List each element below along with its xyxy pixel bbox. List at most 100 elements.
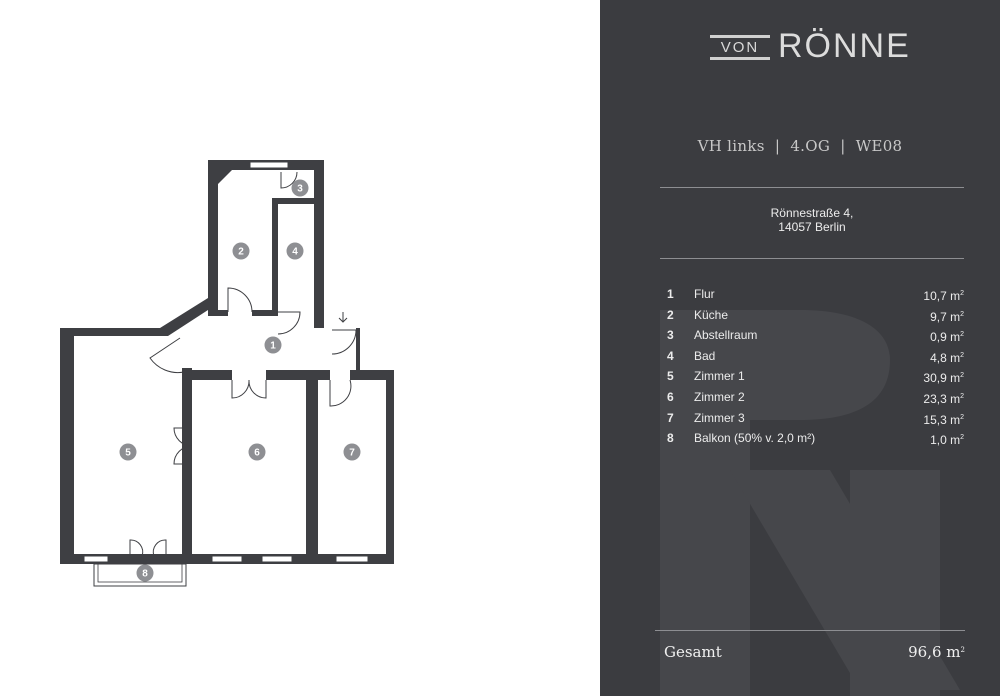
svg-text:6: 6 (254, 448, 260, 459)
room-area: 10,7 m2 (923, 284, 964, 306)
address-city: 14057 Berlin (778, 220, 846, 234)
room-area: 1,0 m2 (930, 428, 964, 450)
window (249, 161, 289, 169)
balcony-inner (97, 563, 183, 583)
total-area: Gesamt 96,6 m2 (655, 630, 965, 671)
logo-rule (710, 57, 770, 60)
wall (182, 368, 192, 564)
room-name: Zimmer 3 (694, 410, 745, 425)
room-marker-6: 6 (248, 443, 266, 461)
wall (208, 160, 218, 315)
svg-text:1: 1 (270, 341, 276, 352)
room-name: Bad (694, 348, 716, 363)
room-number: 4 (667, 348, 674, 363)
brand-logo: VON RÖNNE (710, 28, 910, 68)
area-unit-sup: 2 (960, 290, 964, 297)
total-label: Gesamt (664, 643, 722, 661)
door-swing (248, 379, 267, 399)
room-area-value: 9,7 m (930, 309, 961, 324)
room-area: 15,3 m2 (923, 408, 964, 430)
window (335, 555, 369, 563)
room-area-value: 30,9 m (923, 371, 961, 386)
floor-plan: 1 2 3 4 5 6 7 8 (60, 160, 394, 587)
walls (60, 160, 394, 564)
area-unit-sup: 2 (960, 372, 964, 380)
room-name: Küche (694, 307, 729, 322)
floor-plan-drawing: 1 2 3 4 5 6 7 8 (60, 160, 394, 587)
svg-text:8: 8 (142, 569, 148, 580)
door-swing (331, 329, 357, 355)
room-area-value: 23,3 m (923, 391, 961, 406)
room-number: 2 (667, 307, 674, 322)
wall (266, 370, 330, 380)
wall (314, 160, 324, 328)
room-markers: 1 2 3 4 5 6 7 8 (119, 179, 361, 582)
door-swing (152, 539, 167, 557)
door-swing (173, 445, 193, 465)
room-area-value: 0,9 m (930, 330, 961, 345)
room-marker-3: 3 (291, 179, 309, 197)
room-number: 8 (667, 431, 674, 446)
info-panel: VON RÖNNE VH links | 4.OG | WE08 Rönnest… (600, 0, 1000, 696)
wall (60, 328, 74, 562)
room-area: 30,9 m2 (923, 366, 964, 388)
room-row: 6 Zimmer 2 23,3 m2 (660, 387, 964, 408)
total-value-number: 96,6 m (908, 643, 961, 661)
svg-text:7: 7 (349, 448, 355, 459)
room-marker-8: 8 (136, 564, 154, 582)
room-marker-7: 7 (343, 443, 361, 461)
area-unit-sup: 2 (960, 434, 964, 442)
logo-rule (710, 35, 770, 38)
wall (208, 310, 228, 316)
area-unit-sup: 2 (960, 646, 965, 654)
room-area-value: 10,7 m (923, 289, 961, 303)
address-street: Rönnestraße 4, (770, 206, 854, 220)
room-name: Zimmer 2 (694, 389, 745, 404)
wall (350, 370, 394, 380)
room-marker-5: 5 (119, 443, 137, 461)
window (211, 555, 243, 563)
wall (272, 198, 320, 204)
area-unit-sup: 2 (960, 351, 964, 359)
wall (306, 370, 318, 564)
door-swing (149, 337, 185, 374)
door-swing (280, 171, 298, 189)
entrance-arrow-icon (338, 312, 348, 323)
window (83, 555, 109, 563)
room-number: 1 (667, 287, 674, 301)
area-unit-sup: 2 (960, 331, 964, 339)
door-swing (231, 379, 250, 399)
door-swing (277, 311, 301, 335)
room-name: Balkon (50% v. 2,0 m²) (694, 431, 816, 446)
room-marker-4: 4 (286, 242, 304, 260)
watermark-shape (660, 310, 890, 696)
doors (129, 171, 357, 557)
room-name: Flur (694, 287, 715, 301)
area-unit-sup: 2 (960, 413, 964, 421)
window (261, 555, 293, 563)
area-unit-sup: 2 (960, 392, 964, 400)
room-name: Zimmer 1 (694, 369, 745, 384)
divider (660, 258, 964, 259)
room-row: 8 Balkon (50% v. 2,0 m²) 1,0 m2 (660, 428, 964, 449)
room-number: 6 (667, 389, 674, 404)
wall (252, 310, 278, 316)
room-number: 5 (667, 369, 674, 384)
room-area-value: 4,8 m (930, 350, 961, 365)
divider (660, 187, 964, 188)
logo-prefix-text: VON (720, 39, 760, 56)
address: Rönnestraße 4, 14057 Berlin (660, 206, 964, 234)
room-area: 4,8 m2 (930, 346, 964, 368)
room-area-value: 15,3 m (923, 412, 961, 427)
wall (386, 370, 394, 564)
room-row: 3 Abstellraum 0,9 m2 (660, 325, 964, 346)
room-marker-2: 2 (232, 242, 250, 260)
room-row: 1 Flur 10,7 m2 (660, 284, 964, 305)
logo-name: RÖNNE (778, 27, 911, 65)
room-name: Abstellraum (694, 328, 758, 343)
svg-text:3: 3 (297, 184, 303, 195)
room-marker-1: 1 (264, 336, 282, 354)
room-number: 3 (667, 328, 674, 343)
